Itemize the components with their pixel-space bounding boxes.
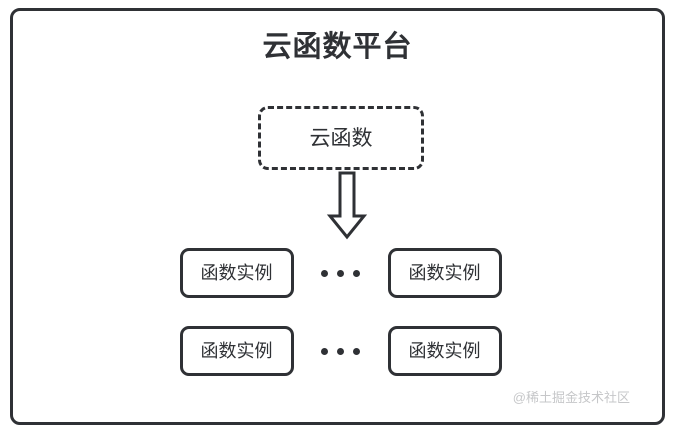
cloud-function-label: 云函数 — [309, 126, 373, 150]
function-instance-box: 函数实例 — [179, 326, 294, 376]
instance-row: 函数实例 函数实例 — [13, 247, 668, 299]
watermark: @稀土掘金技术社区 — [512, 390, 630, 405]
ellipsis-dot — [321, 269, 328, 277]
function-instance-box: 函数实例 — [387, 326, 502, 376]
function-instance-box: 函数实例 — [179, 248, 294, 298]
diagram-frame: 云函数平台 云函数 函数实例 函数实例 函数实例 函数实例 — [10, 8, 665, 425]
function-instance-label: 函数实例 — [200, 341, 273, 361]
function-instance-box: 函数实例 — [387, 248, 502, 298]
ellipsis-dot — [353, 269, 360, 277]
down-block-arrow-icon — [323, 171, 371, 241]
cloud-function-box: 云函数 — [258, 106, 424, 170]
ellipsis-dot — [337, 347, 344, 355]
function-instance-label: 函数实例 — [408, 341, 481, 361]
ellipsis-dot — [353, 347, 360, 355]
ellipsis-dot — [321, 347, 328, 355]
ellipsis-dot — [337, 269, 344, 277]
function-instance-label: 函数实例 — [200, 263, 273, 283]
ellipsis-separator — [294, 347, 388, 355]
page-title: 云函数平台 — [262, 31, 413, 63]
function-instance-label: 函数实例 — [408, 263, 481, 283]
ellipsis-separator — [294, 269, 388, 277]
instance-row: 函数实例 函数实例 — [13, 325, 668, 377]
